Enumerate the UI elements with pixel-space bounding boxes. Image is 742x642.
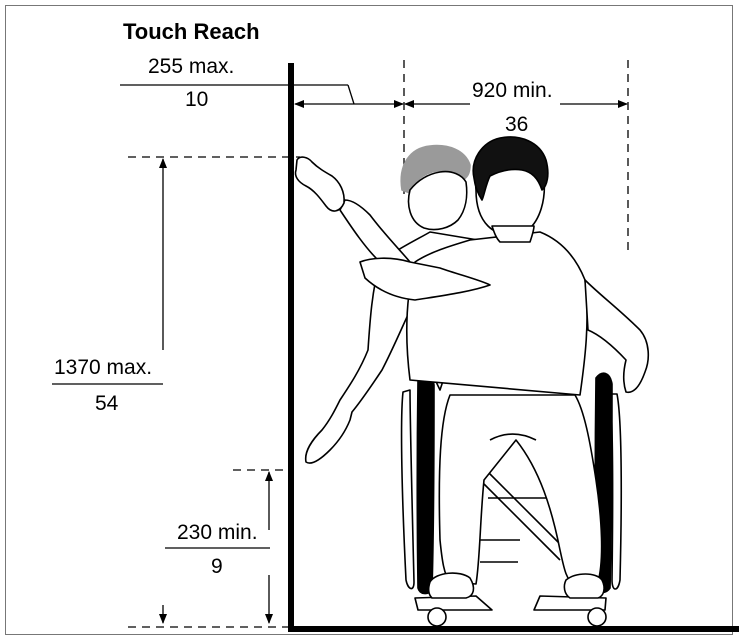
chair-rear-frame-left — [400, 389, 415, 590]
chair-wheel-left — [416, 372, 435, 595]
standing-arm — [339, 199, 411, 269]
reach-depth-leader — [347, 84, 355, 105]
wall-and-floor — [288, 63, 739, 632]
standing-hand — [294, 156, 345, 212]
seated-arm-left — [359, 257, 491, 301]
reach-depth-metric: 255 max. — [148, 55, 235, 78]
reach-height-metric: 1370 max. — [54, 356, 153, 379]
caster-left — [427, 607, 447, 627]
seated-torso — [405, 231, 588, 396]
clear-width-metric: 920 min. — [472, 79, 553, 102]
diagram-title: Touch Reach — [123, 19, 260, 44]
low-height-metric: 230 min. — [177, 521, 258, 544]
standing-hair — [400, 144, 471, 194]
reach-height-imperial: 54 — [95, 392, 119, 415]
caster-right — [587, 607, 607, 627]
low-height-imperial: 9 — [211, 555, 223, 578]
seated-arm-right — [584, 279, 650, 394]
diagram-frame — [5, 5, 733, 635]
seated-legs — [438, 394, 603, 585]
reach-depth-imperial: 10 — [185, 88, 209, 111]
standing-head — [407, 170, 468, 231]
seated-figure — [359, 136, 650, 599]
seated-shoe-left — [427, 572, 475, 599]
seated-hair — [472, 136, 549, 201]
chair-crossbar-2 — [485, 469, 567, 551]
seated-knee-crease — [489, 433, 537, 441]
seated-shoe-right — [563, 573, 605, 599]
clear-width-imperial: 36 — [505, 113, 529, 136]
seated-neck — [491, 225, 535, 243]
chair-crossbar-1 — [479, 479, 561, 561]
